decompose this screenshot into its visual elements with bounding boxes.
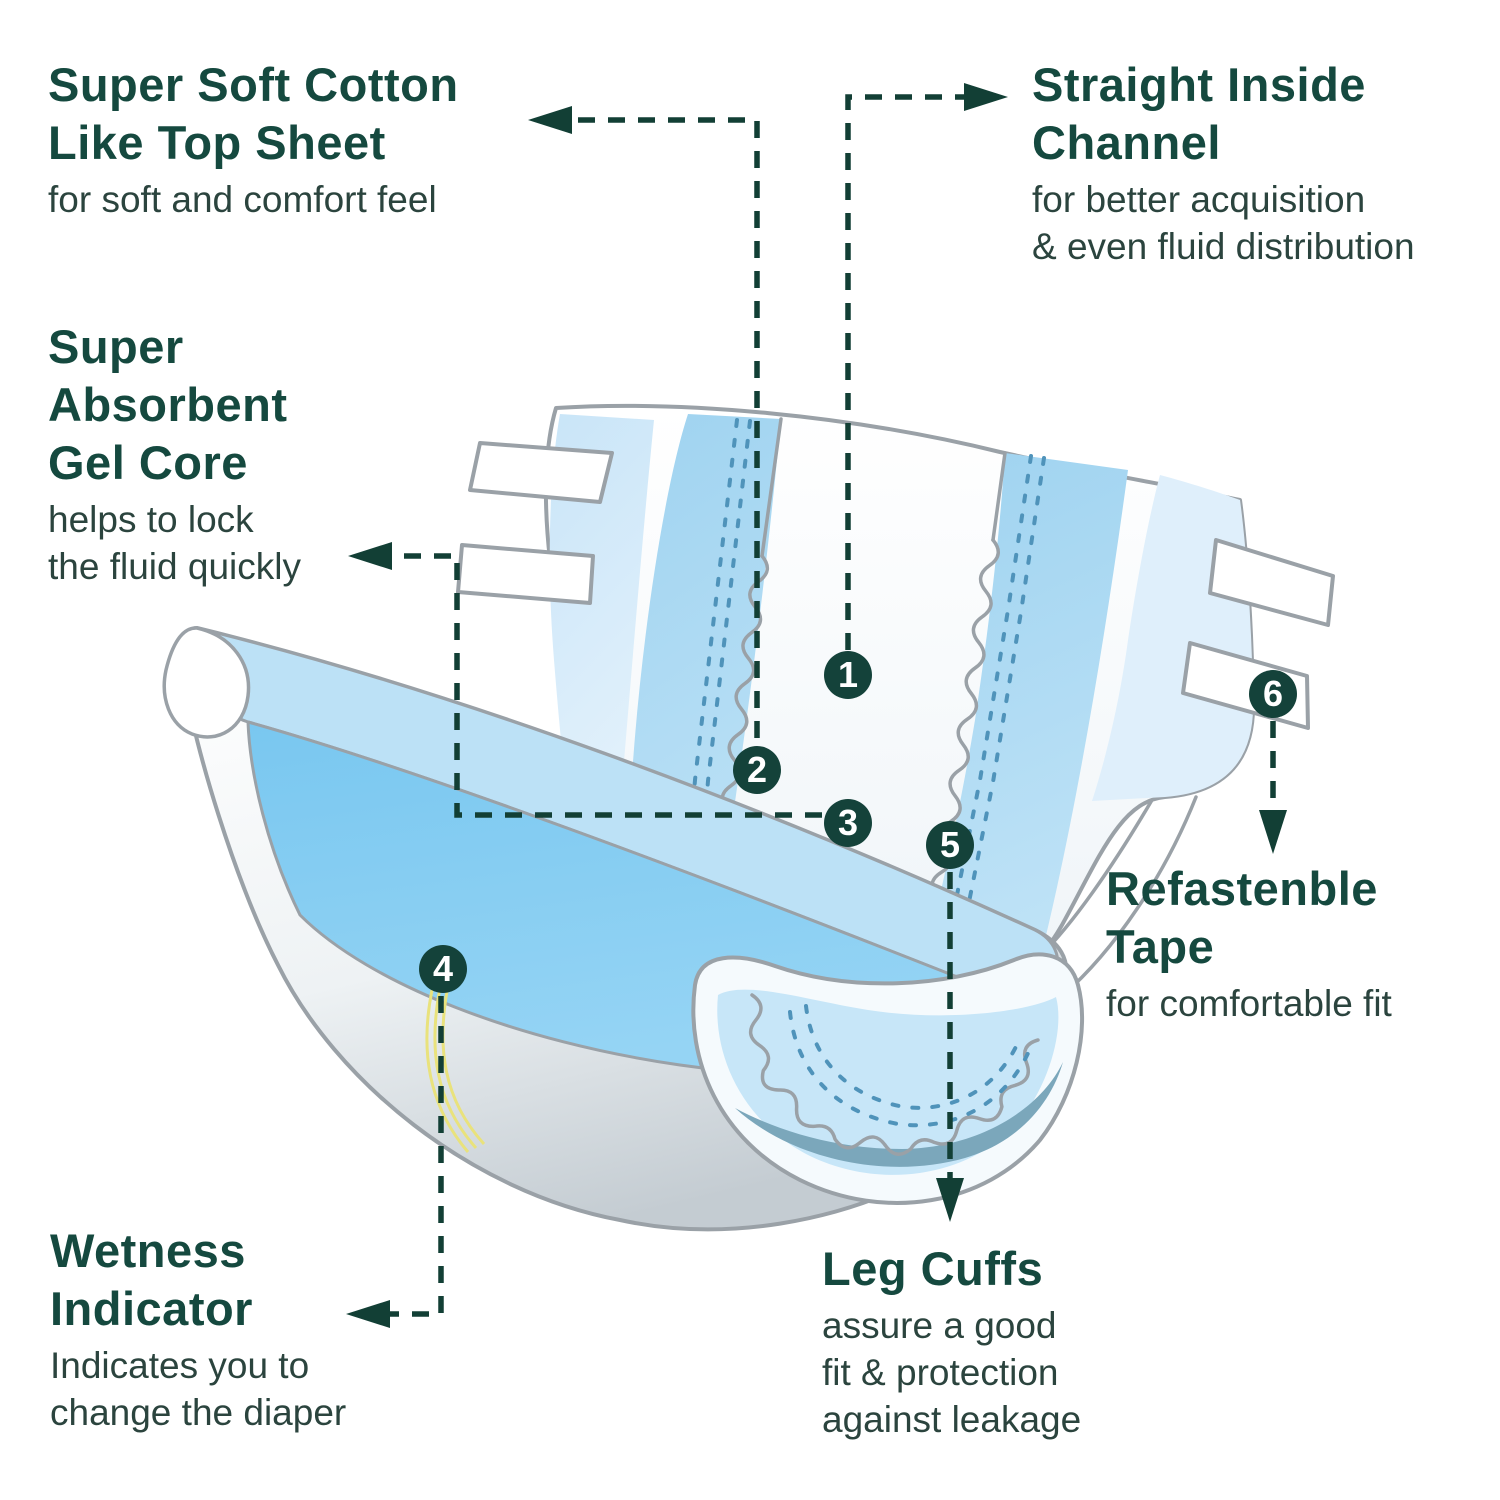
- curl-shadow-band: [735, 1062, 1063, 1167]
- feature-description: for soft and comfort feel: [48, 179, 437, 220]
- arrow-left-icon: [346, 1300, 390, 1328]
- feature-description: helps to lock the fluid quickly: [48, 499, 301, 587]
- feature-label-refastenable-tape: Refastenble Tape for comfortable fit: [1106, 860, 1466, 1027]
- curl-stitching: [788, 1004, 1034, 1128]
- marker-3: 3: [824, 799, 872, 847]
- feature-description: for better acquisition & even fluid dist…: [1032, 179, 1415, 267]
- feature-description: for comfortable fit: [1106, 983, 1392, 1024]
- feature-label-inside-channel: Straight Inside Channel for better acqui…: [1032, 56, 1482, 270]
- feature-title: Leg Cuffs: [822, 1242, 1044, 1295]
- marker-6: 6: [1249, 670, 1297, 718]
- marker-1: 1: [824, 651, 872, 699]
- curl-cuff-zigzag: [748, 993, 1040, 1156]
- feature-title: Super Soft Cotton Like Top Sheet: [48, 58, 459, 169]
- crotch-curl: [691, 952, 1085, 1205]
- marker-2: 2: [733, 746, 781, 794]
- arrow-right-icon: [964, 83, 1008, 111]
- feature-title: Refastenble Tape: [1106, 862, 1378, 973]
- marker-5: 5: [926, 821, 974, 869]
- wetness-indicator-lines: [425, 985, 486, 1153]
- arrow-down-icon: [1259, 810, 1287, 854]
- connector-gel-core: [374, 553, 822, 818]
- feature-description: Indicates you to change the diaper: [50, 1345, 347, 1433]
- curl-inner-lining: [717, 989, 1059, 1175]
- connector-top-sheet: [548, 117, 760, 740]
- feature-title: Straight Inside Channel: [1032, 58, 1366, 169]
- feature-description: assure a good fit & protection against l…: [822, 1305, 1082, 1440]
- tape-tab-left-upper: [468, 441, 614, 504]
- connector-inside-channel: [845, 94, 990, 650]
- arrow-left-icon: [528, 106, 572, 134]
- feature-label-top-sheet: Super Soft Cotton Like Top Sheet for sof…: [48, 56, 568, 223]
- feature-label-leg-cuffs: Leg Cuffs assure a good fit & protection…: [822, 1240, 1162, 1443]
- marker-4: 4: [419, 945, 467, 993]
- front-rolled-edge: [162, 626, 251, 739]
- feature-label-wetness-indicator: Wetness Indicator Indicates you to chang…: [50, 1222, 410, 1436]
- tape-tab-right-upper: [1208, 538, 1335, 627]
- arrow-left-icon: [348, 542, 392, 570]
- feature-title: Super Absorbent Gel Core: [48, 320, 288, 489]
- connector-arrowheads: [346, 83, 1287, 1328]
- arrow-down-icon: [936, 1178, 964, 1222]
- feature-title: Wetness Indicator: [50, 1224, 253, 1335]
- tape-tab-left-lower: [456, 543, 595, 605]
- feature-label-gel-core: Super Absorbent Gel Core helps to lock t…: [48, 318, 388, 590]
